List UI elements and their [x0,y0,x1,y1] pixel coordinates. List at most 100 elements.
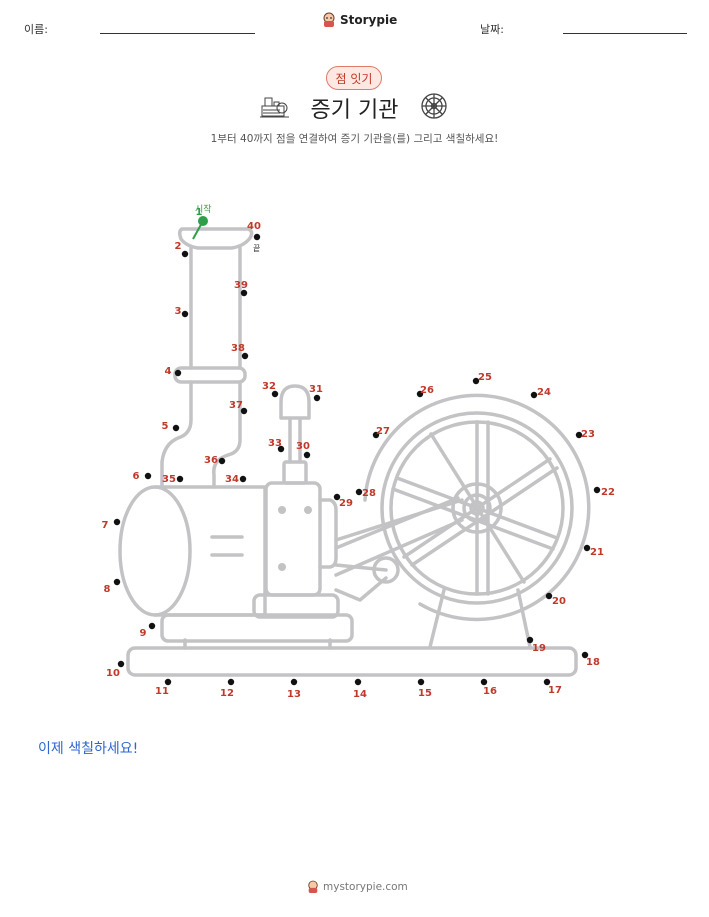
dot-number-15: 15 [418,688,432,699]
dot-30[interactable] [303,451,311,459]
dot-5[interactable] [172,424,180,432]
dot-17[interactable] [543,678,551,686]
boiler-body [153,485,267,617]
dot-38[interactable] [241,352,249,360]
date-line[interactable] [563,33,687,34]
dot-6[interactable] [144,472,152,480]
piston-chamber [264,481,322,597]
dot-23[interactable] [575,431,583,439]
dot-1[interactable] [198,216,208,226]
dot-2[interactable] [181,250,189,258]
dot-36[interactable] [218,457,226,465]
flywheel-rim [380,411,574,605]
dot-number-13: 13 [287,689,301,700]
dot-19[interactable] [526,636,534,644]
dot-10[interactable] [117,660,125,668]
dot-number-4: 4 [165,366,172,377]
storypie-mascot-icon [308,880,318,893]
dot-28[interactable] [355,488,363,496]
chimney-collar [173,366,247,384]
dot-11[interactable] [164,678,172,686]
dot-number-22: 22 [601,487,615,498]
instructions: 1부터 40까지 점을 연결하여 증기 기관을(를) 그리고 색칠하세요! [210,133,499,145]
boiler-end [118,485,192,617]
dot-number-16: 16 [483,686,497,697]
dot-number-30: 30 [296,441,310,452]
flywheel-hub [451,482,503,534]
dot-number-21: 21 [590,547,604,558]
dot-number-40: 40 [247,221,261,232]
dot-number-23: 23 [581,429,595,440]
piston-cap [279,384,311,420]
dot-12[interactable] [227,678,235,686]
dot-15[interactable] [417,678,425,686]
dot-number-26: 26 [420,385,434,396]
bolt-dots [278,506,312,571]
end-label: 끝 [253,244,260,253]
dot-number-24: 24 [537,387,551,398]
dot-number-34: 34 [225,474,239,485]
dot-9[interactable] [148,622,156,630]
dot-34[interactable] [239,475,247,483]
dot-number-39: 39 [234,280,248,291]
dot-number-7: 7 [102,520,109,531]
chimney-funnel [177,227,254,250]
dot-number-9: 9 [140,628,147,639]
activity-badge: 점 잇기 [326,66,382,90]
dot-25[interactable] [472,377,480,385]
color-prompt: 이제 색칠하세요! [38,741,139,757]
dot-13[interactable] [290,678,298,686]
dot-number-38: 38 [231,343,245,354]
dot-3[interactable] [181,310,189,318]
dot-26[interactable] [416,390,424,398]
dot-number-29: 29 [339,498,353,509]
storypie-mascot-icon [323,12,335,27]
dot-20[interactable] [545,592,553,600]
dot-32[interactable] [271,390,279,398]
dot-29[interactable] [333,493,341,501]
dot-number-1: 1 [196,207,203,218]
dot-number-14: 14 [353,689,367,700]
flywheel-outer [363,393,591,622]
dot-number-17: 17 [548,685,562,696]
dot-27[interactable] [372,431,380,439]
dot-14[interactable] [354,678,362,686]
dot-22[interactable] [593,486,601,494]
storypie-logo: Storypie [322,12,397,28]
dot-4[interactable] [174,369,182,377]
footer-url[interactable]: mystorypie.com [323,881,408,893]
dot-7[interactable] [113,518,121,526]
dot-39[interactable] [240,289,248,297]
dot-24[interactable] [530,391,538,399]
dot-number-3: 3 [175,306,182,317]
dot-33[interactable] [277,445,285,453]
name-line[interactable] [100,33,255,34]
dot-number-28: 28 [362,488,376,499]
name-label: 이름: [24,23,48,36]
dot-40[interactable] [253,233,261,241]
dot-number-6: 6 [133,471,140,482]
dot-31[interactable] [313,394,321,402]
dot-number-31: 31 [309,384,323,395]
base-platform [126,646,578,677]
dot-number-12: 12 [220,688,234,699]
dot-18[interactable] [581,651,589,659]
dot-number-32: 32 [262,381,276,392]
dot-37[interactable] [240,407,248,415]
dot-35[interactable] [176,475,184,483]
date-label: 날짜: [480,23,504,36]
dot-16[interactable] [480,678,488,686]
title-text: 증기 기관 [310,98,399,123]
dot-number-37: 37 [229,400,243,411]
dot-number-5: 5 [162,421,169,432]
page-title: 증기 기관 [0,92,709,124]
logo-text: Storypie [340,13,398,27]
dot-8[interactable] [113,578,121,586]
dot-21[interactable] [583,544,591,552]
dot-number-8: 8 [104,584,111,595]
dot-number-25: 25 [478,372,492,383]
engine-outline [118,227,591,677]
dot-number-27: 27 [376,426,390,437]
